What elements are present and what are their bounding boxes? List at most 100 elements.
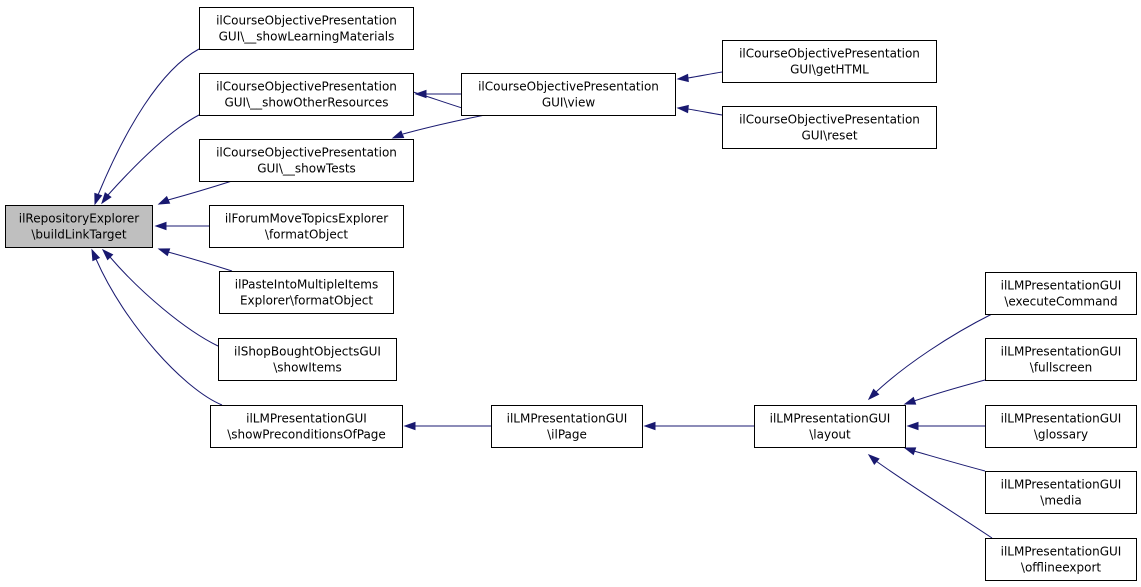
node-label-line: Explorer\formatObject <box>240 294 373 308</box>
node-n_precond[interactable]: ilLMPresentationGUI \showPreconditionsOfP… <box>210 405 403 448</box>
edge-n_view-to-n_tests <box>391 114 486 139</box>
edge-n_gloss-to-n_layout <box>906 421 985 431</box>
node-n_media[interactable]: ilLMPresentationGUI \media <box>985 471 1137 514</box>
node-box <box>985 538 1137 581</box>
node-box <box>461 73 676 116</box>
edge-n_tests-to-root <box>157 180 233 205</box>
node-n_full[interactable]: ilLMPresentationGUI \fullscreen <box>985 338 1137 381</box>
node-label-line: ilCourseObjectivePresentation <box>216 146 397 160</box>
node-label-line: GUI\view <box>542 96 595 110</box>
node-label-line: ilShopBoughtObjectsGUI <box>234 345 381 359</box>
node-box <box>199 139 414 182</box>
edge-n_full-to-n_layout <box>903 379 986 405</box>
node-label-line: \media <box>1040 494 1081 508</box>
edge-n_learn-to-root <box>94 48 200 206</box>
edge-n_other-to-root <box>101 114 200 205</box>
node-label-line: \buildLinkTarget <box>31 228 127 242</box>
edge-line <box>97 48 200 196</box>
edge-line <box>687 108 723 116</box>
edge-line <box>167 251 233 272</box>
node-label-line: \glossary <box>1034 428 1088 442</box>
arrowhead <box>867 454 880 466</box>
node-label-line: GUI\reset <box>801 129 857 143</box>
node-n_gloss[interactable]: ilLMPresentationGUI\glossary <box>985 405 1137 448</box>
node-label-line: \layout <box>809 428 851 442</box>
arrowhead <box>157 195 171 205</box>
node-n_shop[interactable]: ilShopBoughtObjectsGUI \showItems <box>218 338 397 381</box>
edge-n_ilpage-to-n_precond <box>403 421 491 431</box>
edge-n_view-to-n_other <box>414 89 461 99</box>
edge-line <box>875 460 993 539</box>
node-box <box>722 40 937 83</box>
node-label-line: GUI\__showTests <box>257 162 356 176</box>
node-box <box>5 205 153 248</box>
node-label-line: ilForumMoveTopicsExplorer <box>225 212 388 226</box>
arrowhead <box>903 396 917 405</box>
node-label-line: \executeCommand <box>1004 295 1117 309</box>
node-label-line: ilCourseObjectivePresentation <box>478 80 659 94</box>
node-box <box>754 405 906 448</box>
arrowhead <box>157 248 171 257</box>
edge-line <box>95 258 223 406</box>
node-box <box>491 405 643 448</box>
edge-n_forum-to-root <box>154 221 209 231</box>
node-label-line: ilLMPresentationGUI <box>770 412 891 426</box>
node-box <box>218 338 397 381</box>
edge-line <box>913 379 986 402</box>
arrowhead <box>403 421 416 431</box>
node-box <box>219 271 394 314</box>
edge-line <box>913 450 986 472</box>
edge-line <box>167 180 233 201</box>
node-n_other[interactable]: ilCourseObjectivePresentationGUI\__showO… <box>199 73 414 116</box>
arrowhead <box>906 421 919 431</box>
arrowhead <box>154 221 167 231</box>
node-box <box>985 405 1137 448</box>
node-label-line: \ilPage <box>547 428 587 442</box>
node-label-line: ilLMPresentationGUI <box>246 412 367 426</box>
node-label-line: \fullscreen <box>1030 361 1092 375</box>
arrowhead <box>903 447 917 456</box>
node-label-line: \offlineexport <box>1021 561 1101 575</box>
node-label-line: ilLMPresentationGUI <box>1001 545 1122 559</box>
arrowhead <box>676 104 689 114</box>
node-label-line: \showItems <box>273 361 342 375</box>
node-n_paste[interactable]: ilPasteIntoMultipleItemsExplorer\formatO… <box>219 271 394 314</box>
arrowhead <box>101 248 114 261</box>
edge-n_reset-to-n_view <box>676 104 723 116</box>
node-box <box>210 405 403 448</box>
node-label-line: GUI\getHTML <box>790 63 869 77</box>
node-label-line: ilLMPresentationGUI <box>1001 478 1122 492</box>
node-label-line: ilLMPresentationGUI <box>1001 345 1122 359</box>
arrowhead <box>414 89 427 99</box>
edge-n_media-to-n_layout <box>903 447 986 472</box>
edge-n_offline-to-n_layout <box>867 454 993 539</box>
node-n_ilpage[interactable]: ilLMPresentationGUI \ilPage <box>491 405 643 448</box>
node-label-line: ilLMPresentationGUI <box>507 412 628 426</box>
node-n_learn[interactable]: ilCourseObjectivePresentationGUI\__showL… <box>199 7 414 50</box>
node-n_tests[interactable]: ilCourseObjectivePresentationGUI\__showT… <box>199 139 414 182</box>
edge-line <box>109 256 219 347</box>
arrowhead <box>391 130 405 139</box>
node-label-line: ilRepositoryExplorer <box>19 212 140 226</box>
edge-line <box>107 114 200 196</box>
node-label-line: GUI\__showLearningMaterials <box>219 30 395 44</box>
arrowhead <box>643 421 656 431</box>
node-box <box>985 338 1137 381</box>
node-box <box>199 7 414 50</box>
node-label-line: GUI\__showOtherResources <box>224 96 388 110</box>
node-root[interactable]: ilRepositoryExplorer \buildLinkTarget <box>5 205 153 248</box>
arrowhead <box>94 192 103 206</box>
node-label-line: ilCourseObjectivePresentation <box>739 113 920 127</box>
edge-n_layout-to-n_ilpage <box>643 421 754 431</box>
node-label-line: ilCourseObjectivePresentation <box>216 80 397 94</box>
node-n_offline[interactable]: ilLMPresentationGUI \offlineexport <box>985 538 1137 581</box>
arrowhead <box>676 73 689 83</box>
node-n_layout[interactable]: ilLMPresentationGUI \layout <box>754 405 906 448</box>
node-n_exec[interactable]: ilLMPresentationGUI\executeCommand <box>985 272 1137 315</box>
node-n_forum[interactable]: ilForumMoveTopicsExplorer\formatObject <box>209 205 404 248</box>
node-label-line: \showPreconditionsOfPage <box>227 428 386 442</box>
